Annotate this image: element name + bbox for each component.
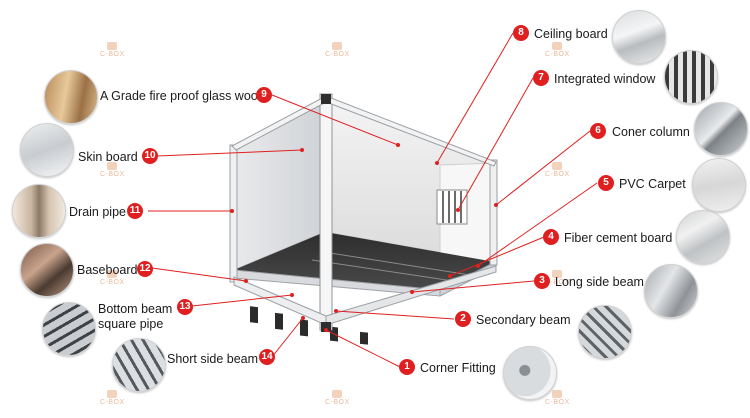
watermark-logo: C-BOX xyxy=(325,390,350,406)
callout-badge-2: 2 xyxy=(455,311,471,327)
callout-badge-10: 10 xyxy=(142,148,158,164)
callout-label-pvc-carpet: PVC Carpet xyxy=(619,177,686,191)
callout-badge-7: 7 xyxy=(533,70,549,86)
pvc-carpet-photo xyxy=(692,158,746,212)
baseboard-photo xyxy=(20,243,74,297)
bottom-beam-photo xyxy=(42,302,96,356)
callout-label-secondary-beam: Secondary beam xyxy=(476,313,571,327)
corner-fitting-photo xyxy=(503,346,557,400)
watermark-logo: C-BOX xyxy=(545,270,570,286)
callout-label-corner-fitting: Corner Fitting xyxy=(420,361,496,375)
callout-label-skin-board: Skin board xyxy=(78,150,138,164)
skin-board-photo xyxy=(20,123,74,177)
callout-badge-3: 3 xyxy=(534,273,550,289)
callout-label-bottom-beam: Bottom beam square pipe xyxy=(98,302,173,331)
callout-label-glass-wool: A Grade fire proof glass wool xyxy=(100,89,261,103)
integrated-window-photo xyxy=(664,50,718,104)
callout-badge-6: 6 xyxy=(590,123,606,139)
callout-badge-1: 1 xyxy=(399,359,415,375)
watermark-logo: C-BOX xyxy=(545,390,570,406)
callout-badge-11: 11 xyxy=(127,203,143,219)
callout-badge-9: 9 xyxy=(256,87,272,103)
ceiling-board-photo xyxy=(612,10,666,64)
callout-badge-13: 13 xyxy=(177,299,193,315)
callout-label-baseboard: Baseboard xyxy=(77,263,138,277)
watermark-logo: C-BOX xyxy=(100,270,125,286)
secondary-beam-photo xyxy=(578,305,632,359)
watermark-logo: C-BOX xyxy=(100,390,125,406)
callout-label-fiber-cement-board: Fiber cement board xyxy=(564,231,673,245)
callout-badge-8: 8 xyxy=(513,25,529,41)
callout-label-long-side-beam: Long side beam xyxy=(555,275,644,289)
callout-badge-4: 4 xyxy=(543,229,559,245)
callout-label-coner-column: Coner column xyxy=(612,125,690,139)
watermark-logo: C-BOX xyxy=(325,42,350,58)
glass-wool-photo xyxy=(44,70,98,124)
coner-column-photo xyxy=(694,102,748,156)
drain-pipe-photo xyxy=(12,184,66,238)
watermark-logo: C-BOX xyxy=(545,162,570,178)
callout-label-short-side-beam: Short side beam xyxy=(167,352,259,366)
watermark-logo: C-BOX xyxy=(100,42,125,58)
short-side-beam-photo xyxy=(112,338,166,392)
callout-badge-14: 14 xyxy=(259,349,275,365)
callout-badge-12: 12 xyxy=(137,261,153,277)
callout-label-ceiling-board: Ceiling board xyxy=(534,27,608,41)
long-side-beam-photo xyxy=(644,264,698,318)
fiber-cement-board-photo xyxy=(676,210,730,264)
callout-badge-5: 5 xyxy=(598,175,614,191)
callout-label-integrated-window: Integrated window xyxy=(554,72,656,86)
watermark-logo: C-BOX xyxy=(545,42,570,58)
watermark-logo: C-BOX xyxy=(100,162,125,178)
callout-label-drain-pipe: Drain pipe xyxy=(69,205,126,219)
